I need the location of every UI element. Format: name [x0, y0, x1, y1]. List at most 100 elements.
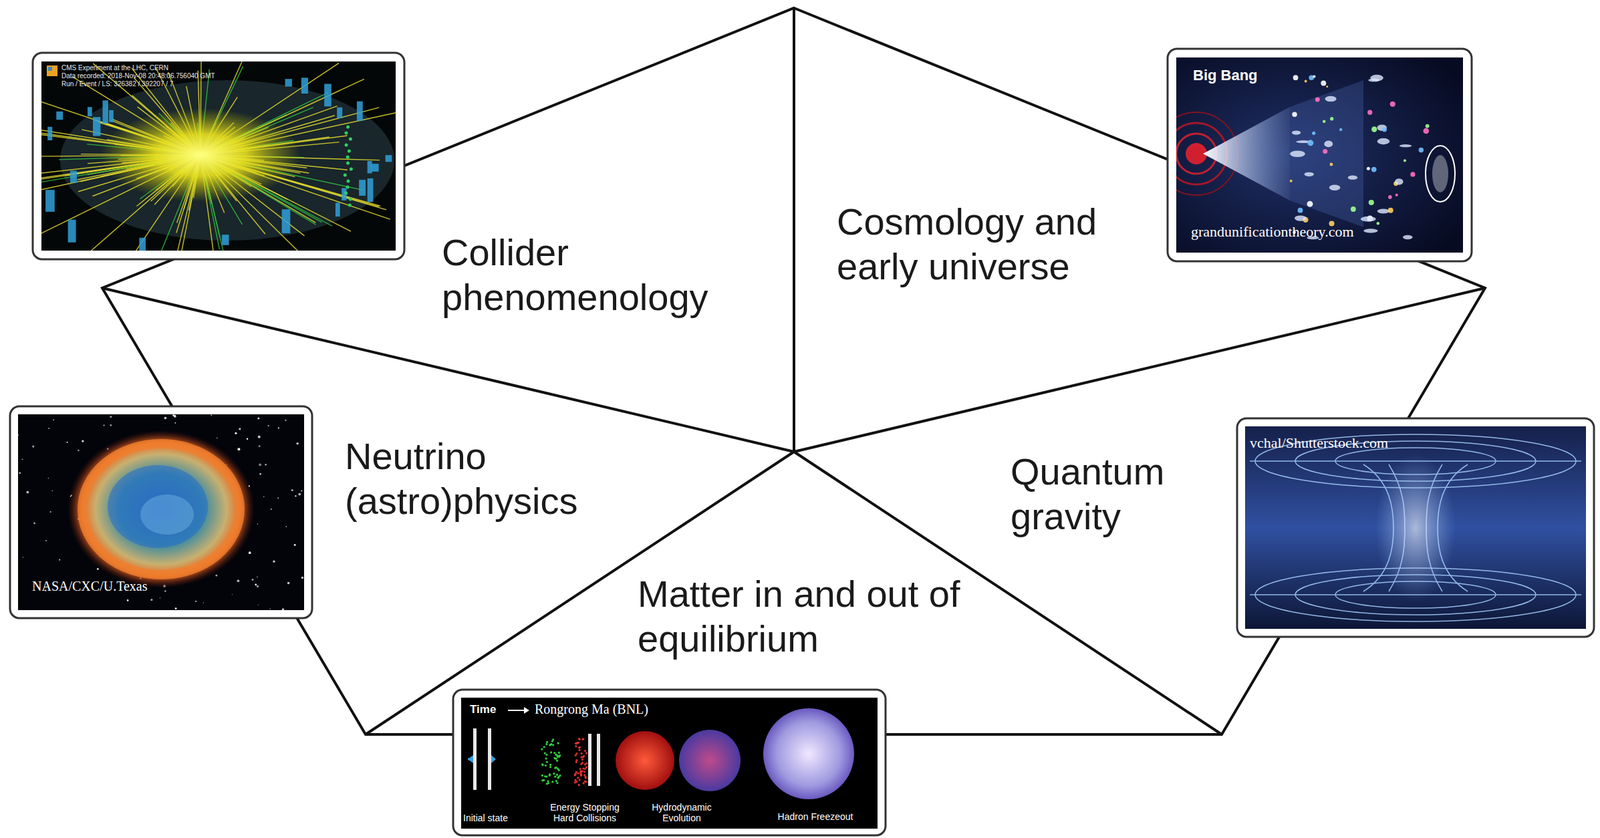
particle-dot	[1339, 128, 1343, 131]
star-dot	[248, 551, 252, 555]
calorimeter-bar	[87, 106, 93, 117]
particle-dot	[574, 773, 577, 776]
galaxy-shape	[1360, 216, 1377, 222]
star-dot	[22, 556, 24, 558]
hit-dot	[344, 131, 349, 136]
particle-dot	[1312, 74, 1316, 78]
star-dot	[234, 432, 237, 435]
galaxy-shape	[1377, 208, 1390, 214]
particle-dot	[582, 781, 585, 784]
star-dot	[272, 560, 275, 563]
particle-dot	[574, 754, 577, 757]
star-dot	[126, 599, 129, 602]
sector-label-box: Matter in and out of equilibrium	[637, 571, 986, 662]
sector-title: Cosmology and early universe	[836, 199, 1145, 289]
particle-dot	[578, 749, 581, 752]
star-dot	[231, 594, 233, 595]
star-dot	[257, 523, 258, 524]
particle-dot	[1368, 199, 1375, 206]
star-dot	[278, 427, 280, 429]
particle-dot	[554, 775, 557, 778]
particle-dot	[1371, 126, 1377, 132]
particle-dot	[1366, 167, 1371, 171]
particle-dot	[577, 772, 580, 775]
star-dot	[174, 422, 176, 424]
galaxy-shape	[1402, 235, 1413, 240]
star-dot	[284, 419, 287, 422]
particle-dot	[1422, 128, 1429, 135]
particle-dot	[557, 776, 560, 779]
particle-dot	[582, 737, 585, 740]
particle-dot	[1350, 206, 1357, 212]
particle-dot	[1395, 193, 1399, 197]
star-dot	[264, 463, 267, 466]
star-dot	[256, 576, 258, 578]
star-dot	[263, 496, 265, 498]
particle-dot	[544, 775, 547, 778]
particle-dot	[544, 751, 547, 754]
star-dot	[52, 490, 53, 492]
particle-dot	[546, 761, 549, 764]
star-dot	[18, 471, 21, 474]
galaxy-shape	[1329, 185, 1341, 191]
particle-dot	[583, 773, 586, 776]
calorimeter-bar	[47, 126, 53, 141]
star-dot	[270, 608, 271, 609]
particle-dot	[550, 743, 553, 746]
watermark: grandunificationtheory.com	[1190, 223, 1355, 240]
particle-dot	[546, 741, 549, 744]
sector-title: Neutrino (astro)physics	[344, 433, 626, 524]
particle-dot	[584, 749, 587, 752]
particle-dot	[1293, 74, 1299, 81]
galaxy-shape	[1363, 228, 1378, 233]
cosmology-picture	[1154, 48, 1472, 262]
star-dot	[109, 424, 112, 427]
stage-caption: Hydrodynamic Evolution	[641, 802, 722, 824]
galaxy-shape	[1289, 150, 1306, 158]
hit-dot	[346, 161, 350, 166]
star-dot	[294, 544, 297, 547]
particle-dot	[577, 741, 580, 744]
star-dot	[159, 597, 161, 599]
hit-dot	[346, 185, 350, 190]
hit-dot	[346, 125, 350, 129]
particle-dot	[1311, 131, 1316, 136]
particle-dot	[575, 759, 578, 762]
galaxy-shape	[1324, 96, 1337, 102]
hit-dot	[346, 179, 350, 184]
star-dot	[215, 574, 218, 577]
star-dot	[254, 584, 257, 587]
star-dot	[291, 489, 294, 492]
star-dot	[33, 522, 36, 525]
image-caption: Data recorded: 2018-Nov-08 20:48:06.7560…	[61, 72, 216, 81]
galaxy-shape	[1394, 178, 1404, 185]
star-dot	[26, 491, 30, 494]
particle-dot	[581, 770, 584, 773]
particle-dot	[574, 745, 577, 748]
calorimeter-bar	[385, 155, 393, 162]
star-dot	[96, 568, 99, 571]
sector-title: Collider phenomenology	[441, 229, 756, 320]
particle-dot	[584, 767, 587, 770]
sector-title: Matter in and out of equilibrium	[637, 571, 986, 661]
star-dot	[81, 439, 84, 442]
hit-dot	[344, 191, 348, 196]
particle-dot	[545, 753, 548, 756]
particle-dot	[550, 743, 553, 746]
image-caption: Run / Event / LS: 326382 / 392207 / 7	[61, 80, 174, 89]
star-dot	[164, 417, 168, 420]
particle-dot	[582, 767, 585, 770]
calorimeter-bar	[45, 189, 55, 212]
particle-dot	[558, 769, 561, 772]
star-dot	[210, 415, 212, 417]
sector-title: Quantum gravity	[1010, 449, 1212, 539]
particle-dot	[549, 763, 552, 766]
particle-dot	[544, 757, 547, 760]
particle-dot	[554, 767, 557, 770]
calorimeter-bar	[139, 237, 146, 251]
star-dot	[237, 579, 240, 583]
particle-dot	[1329, 116, 1334, 121]
particle-dot	[550, 751, 553, 754]
particle-dot	[555, 779, 558, 782]
